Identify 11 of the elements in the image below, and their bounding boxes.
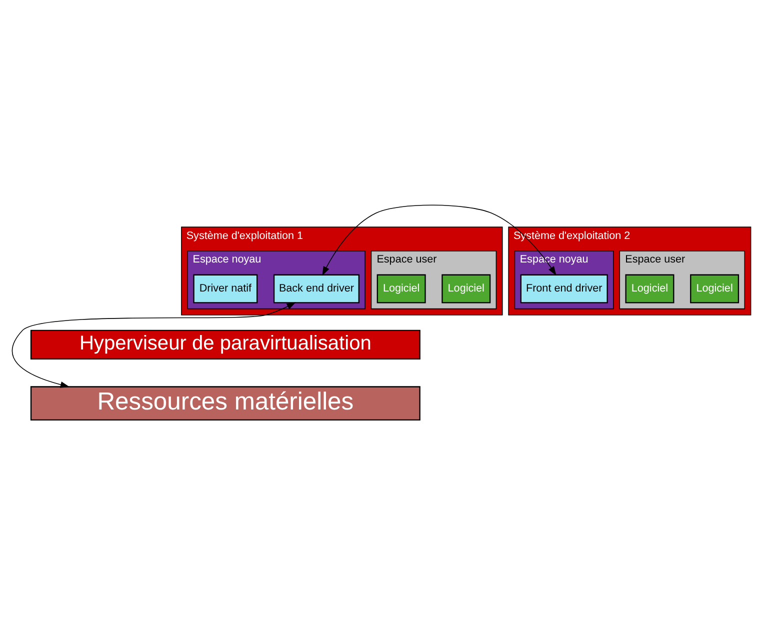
node-box: Logiciel [690, 274, 740, 303]
node-box: Ressources matérielles [30, 386, 420, 420]
node-box: Back end driver [273, 274, 360, 303]
arrow [12, 302, 296, 388]
node-box: Logiciel [625, 274, 674, 303]
node-box: Logiciel [376, 274, 426, 303]
node-box: Front end driver [520, 274, 608, 303]
node-box: Hyperviseur de paravirtualisation [30, 329, 420, 360]
arrow [322, 204, 556, 276]
node-box: Logiciel [442, 274, 491, 303]
node-box: Driver natif [193, 274, 258, 303]
